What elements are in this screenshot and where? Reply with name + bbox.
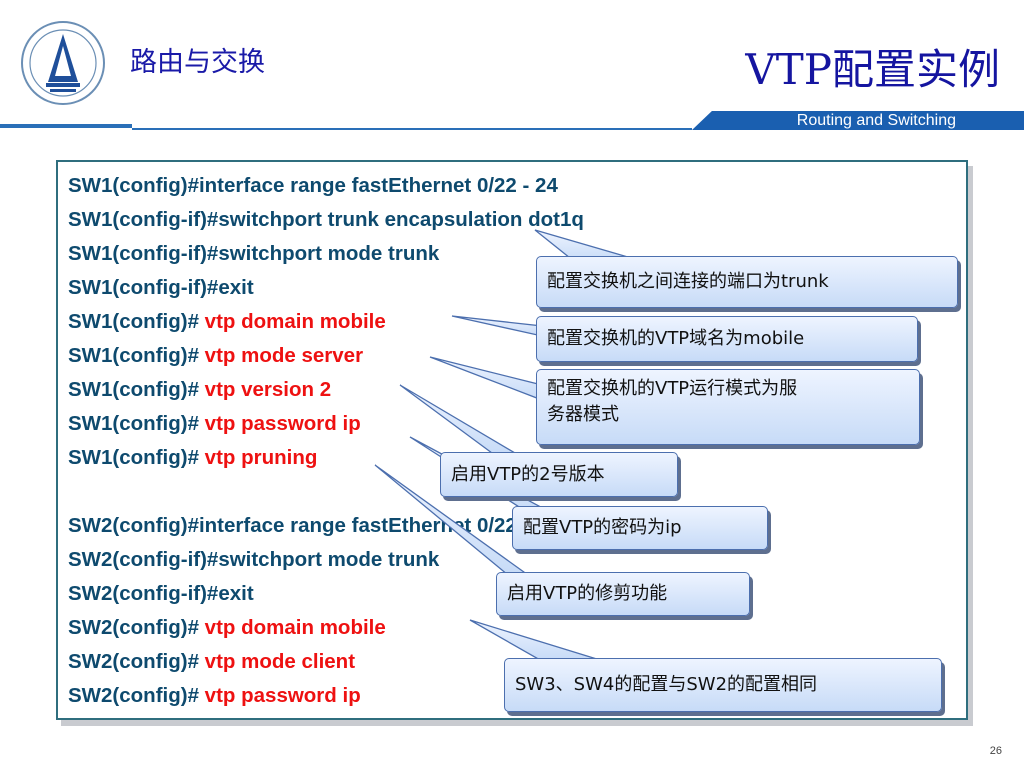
university-seal-logo [21,21,105,105]
vtp-command: vtp pruning [204,446,318,469]
code-line: SW1(config)# vtp mode server [68,344,364,367]
code-line: SW2(config)# vtp password ip [68,684,361,707]
slide-title: VTP配置实例 [745,45,1000,94]
vtp-command: vtp mode server [204,344,364,367]
config-code-block: SW1(config)#interface range fastEthernet… [68,169,584,713]
code-line: SW1(config)# vtp version 2 [68,378,332,401]
code-line: SW2(config)# vtp domain mobile [68,616,386,639]
code-line: SW1(config)#interface range fastEthernet… [68,174,558,197]
page-number: 26 [989,745,1002,757]
code-line: SW1(config)# vtp pruning [68,446,318,469]
code-line: SW2(config)# vtp mode client [68,650,356,673]
code-line: SW2(config-if)#switchport mode trunk [68,548,440,571]
code-line: SW1(config-if)#switchport mode trunk [68,242,440,265]
vtp-command: vtp mode client [204,650,356,673]
header-divider-thin [132,128,692,130]
code-line: SW1(config-if)#exit [68,276,254,299]
vtp-command: vtp password ip [204,684,361,707]
code-line: SW1(config)# vtp domain mobile [68,310,386,333]
code-line: SW1(config)# vtp password ip [68,412,361,435]
vtp-command: vtp domain mobile [204,310,386,333]
callout-server-mode: 配置交换机的VTP运行模式为服 务器模式 [536,369,920,445]
code-line: SW2(config-if)#exit [68,582,254,605]
code-line: SW1(config-if)#switchport trunk encapsul… [68,208,584,231]
callout-version: 启用VTP的2号版本 [440,452,678,497]
code-line: SW2(config)#interface range fastEthernet… [68,514,558,537]
callout-password: 配置VTP的密码为ip [512,506,768,550]
course-title: 路由与交换 [130,47,265,78]
callout-pruning: 启用VTP的修剪功能 [496,572,750,616]
callout-domain: 配置交换机的VTP域名为mobile [536,316,918,362]
vtp-command: vtp version 2 [204,378,332,401]
slide-subtitle: Routing and Switching [796,112,956,129]
callout-trunk: 配置交换机之间连接的端口为trunk [536,256,958,308]
vtp-command: vtp password ip [204,412,361,435]
vtp-command: vtp domain mobile [204,616,386,639]
subtitle-bar [692,111,1024,130]
callout-sw3-sw4-same: SW3、SW4的配置与SW2的配置相同 [504,658,942,712]
header-divider-thick [0,124,132,128]
